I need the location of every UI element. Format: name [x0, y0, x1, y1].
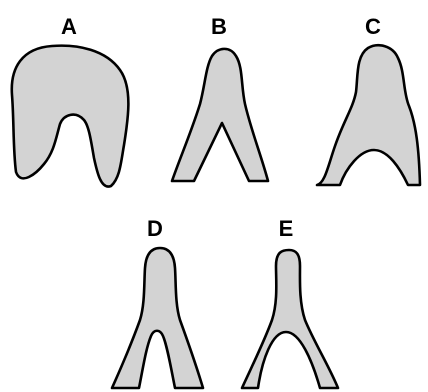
- label-a: A: [61, 14, 77, 39]
- label-e: E: [279, 216, 294, 241]
- shape-d: [112, 248, 203, 388]
- shape-e: [242, 250, 338, 388]
- shape-b: [172, 49, 268, 181]
- shape-a: [12, 46, 129, 187]
- label-c: C: [365, 14, 381, 39]
- label-b: B: [211, 14, 227, 39]
- shape-c: [317, 45, 420, 185]
- label-d: D: [147, 216, 163, 241]
